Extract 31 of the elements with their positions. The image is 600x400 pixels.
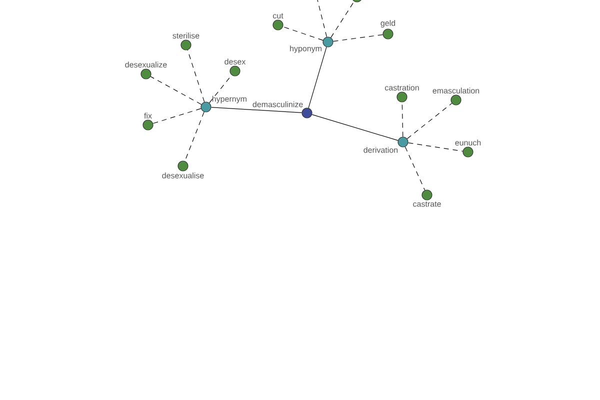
connector-line	[316, 0, 328, 38]
node-label: desex	[224, 58, 246, 65]
connector-line	[308, 46, 327, 108]
connector-line	[332, 34, 384, 42]
node-label: desexualize	[125, 62, 167, 68]
connector-line	[150, 76, 202, 105]
connector-line	[152, 108, 202, 124]
connector-line	[282, 26, 324, 41]
connector-line	[211, 107, 302, 113]
connector-line	[408, 142, 464, 152]
connector-line	[330, 1, 354, 38]
node-label: castrate	[413, 202, 441, 207]
connector-line	[402, 102, 404, 137]
node-label: emasculation	[432, 88, 480, 94]
node-label: castration	[385, 84, 419, 91]
node-label: eunuch	[455, 140, 481, 146]
node-label: sterilise	[172, 32, 200, 39]
node-label: demasculinize	[252, 101, 303, 108]
word-circle	[352, 0, 362, 2]
node-label: hyponym	[290, 45, 322, 53]
node-label: derivation	[364, 146, 398, 153]
connector-line	[184, 112, 204, 162]
connector-line	[406, 103, 452, 140]
connector-line	[187, 50, 205, 102]
node-label: hypernym	[212, 96, 246, 104]
connector-line	[312, 114, 398, 141]
node-label: desexualise	[162, 172, 204, 178]
node-label: geld	[380, 20, 396, 28]
node-label: cut	[273, 13, 284, 19]
node-label: fix	[144, 112, 152, 119]
connector-line	[404, 146, 426, 190]
